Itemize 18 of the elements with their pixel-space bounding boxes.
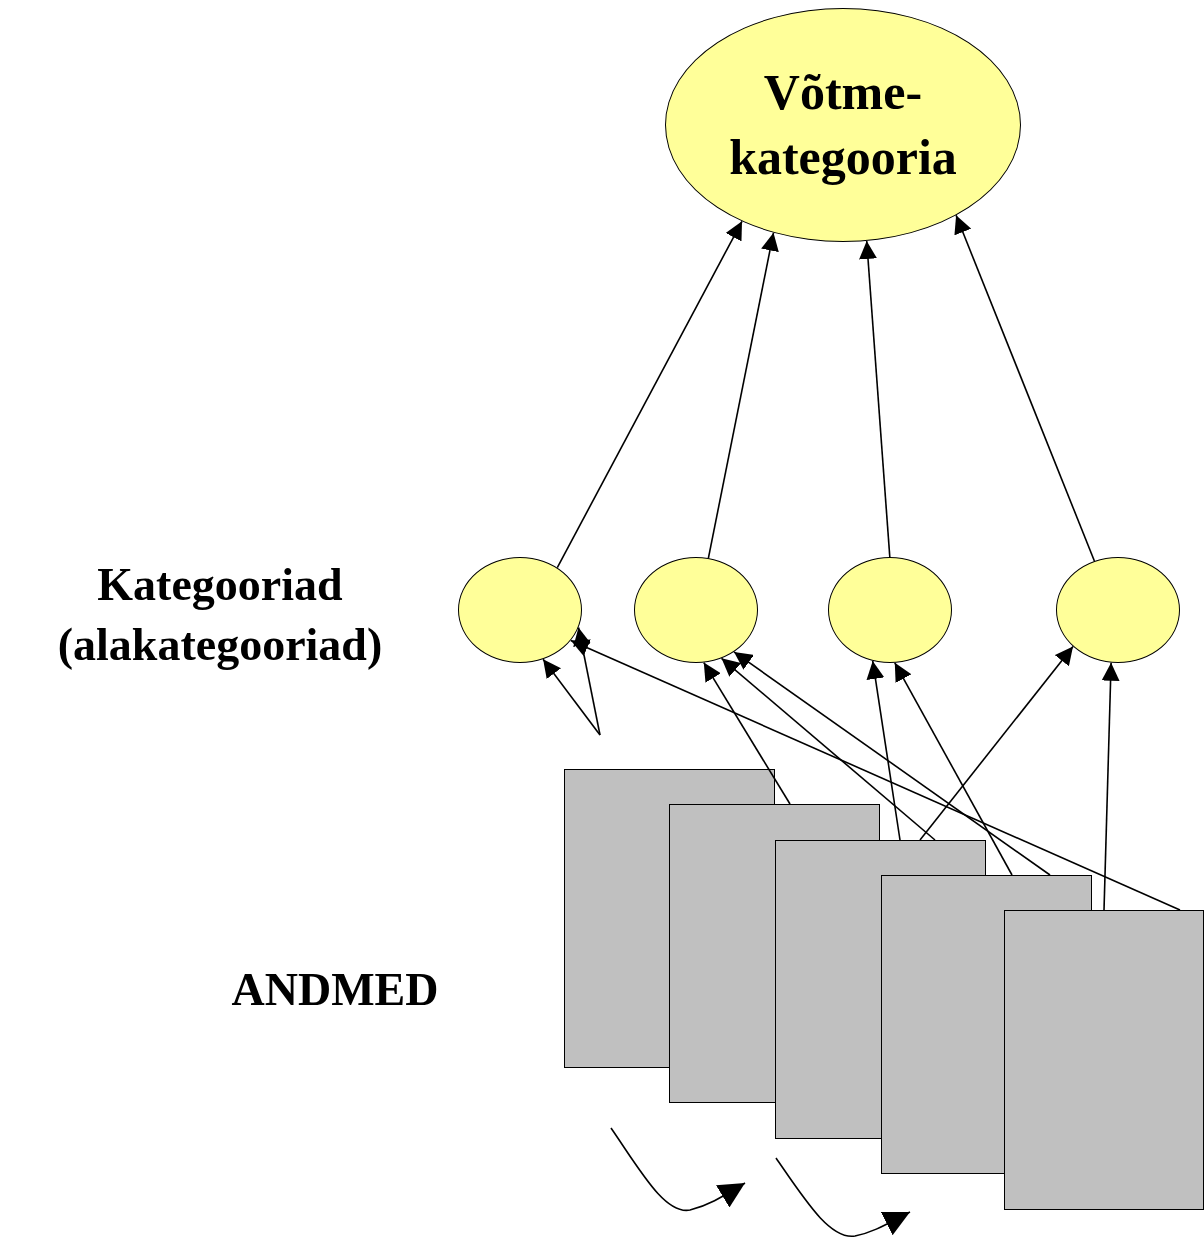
category-ellipse: Võtme- kategooria	[665, 8, 1021, 242]
arrow	[733, 651, 1051, 876]
arrow	[866, 660, 901, 841]
arrow	[556, 220, 743, 569]
arrow	[894, 662, 1013, 876]
arrow	[707, 231, 779, 559]
level-label: ANDMED	[230, 963, 440, 1017]
arrow	[542, 658, 601, 736]
level-label: Kategooriad (alakategooriad)	[56, 558, 384, 672]
arrow	[703, 661, 791, 805]
arrow	[919, 645, 1074, 841]
arrow	[954, 214, 1096, 562]
data-sheet	[1004, 910, 1204, 1210]
arrow	[570, 639, 1181, 911]
arrow	[573, 626, 601, 736]
arrow	[859, 240, 891, 558]
arrow	[720, 657, 936, 841]
arrow	[1101, 661, 1120, 911]
